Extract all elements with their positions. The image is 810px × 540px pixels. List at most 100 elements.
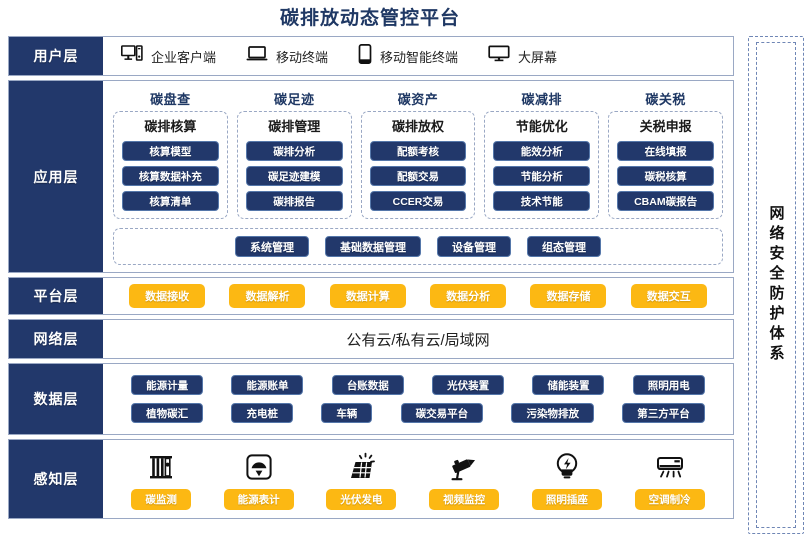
application-group-title: 碳足迹 (273, 92, 315, 107)
management-pill[interactable]: 组态管理 (527, 236, 601, 257)
data-source-row: 植物碳汇 充电桩 车辆 碳交易平台 污染物排放 第三方平台 (117, 403, 719, 423)
sensing-device-item[interactable]: 能源表计 (223, 448, 294, 510)
management-pill[interactable]: 基础数据管理 (325, 236, 421, 257)
application-feature-pill[interactable]: 碳税核算 (617, 166, 714, 186)
platform-pill[interactable]: 数据接收 (129, 284, 206, 308)
data-source-pill[interactable]: 台账数据 (331, 375, 404, 395)
application-group-list: 碳盘查 碳排核算 核算模型 核算数据补充 核算清单 碳足迹 碳排管理 (113, 89, 723, 219)
sensing-device-item[interactable]: 空调制冷 (634, 448, 705, 510)
layer-body-application: 碳盘查 碳排核算 核算模型 核算数据补充 核算清单 碳足迹 碳排管理 (103, 81, 733, 272)
user-terminal-item[interactable]: 移动智能终端 (358, 43, 458, 69)
layer-sensing: 感知层 (8, 439, 734, 519)
data-source-pill[interactable]: 储能装置 (532, 375, 605, 395)
sensing-device-item[interactable]: 光伏发电 (326, 448, 397, 510)
data-source-pill[interactable]: 充电桩 (231, 403, 293, 423)
data-source-pill[interactable]: 植物碳汇 (131, 403, 204, 423)
application-feature-pill[interactable]: 配额交易 (369, 166, 467, 186)
application-feature-pill[interactable]: 核算数据补充 (122, 166, 219, 186)
user-terminal-item[interactable]: 企业客户端 (121, 45, 216, 67)
application-feature-pill[interactable]: 技术节能 (493, 191, 591, 211)
cctv-camera-icon (448, 448, 480, 482)
application-group-box: 关税申报 在线填报 碳税核算 CBAM碳报告 (608, 111, 723, 219)
application-group-box: 节能优化 能效分析 节能分析 技术节能 (484, 111, 600, 219)
application-group-subtitle: 碳排放权 (391, 119, 444, 134)
platform-pill[interactable]: 数据存储 (530, 284, 607, 308)
application-feature-pill[interactable]: 碳排分析 (245, 141, 343, 161)
layer-body-data: 能源计量 能源账单 台账数据 光伏装置 储能装置 照明用电 植物碳汇 充电桩 车… (103, 364, 733, 434)
management-module-box: 系统管理 基础数据管理 设备管理 组态管理 (113, 228, 723, 265)
sensing-device-item[interactable]: 照明插座 (531, 448, 602, 510)
application-feature-pill[interactable]: 在线填报 (617, 141, 714, 161)
desktop-tower-icon (121, 45, 143, 67)
management-pill[interactable]: 设备管理 (437, 236, 511, 257)
application-feature-pill[interactable]: 能效分析 (493, 141, 591, 161)
user-terminal-label: 大屏幕 (518, 49, 558, 65)
application-group-title: 碳减排 (521, 92, 563, 107)
data-source-pill[interactable]: 第三方平台 (622, 403, 705, 423)
data-source-list: 能源计量 能源账单 台账数据 光伏装置 储能装置 照明用电 植物碳汇 充电桩 车… (103, 364, 733, 434)
application-feature-pill[interactable]: 节能分析 (493, 166, 591, 186)
data-source-pill[interactable]: 照明用电 (632, 375, 705, 395)
sensing-device-label[interactable]: 能源表计 (223, 489, 294, 510)
lightbulb-icon (554, 448, 580, 482)
layer-body-sensing: 碳监测 能源表计 (103, 440, 733, 518)
sensing-device-label[interactable]: 碳监测 (131, 489, 191, 510)
sensing-device-item[interactable]: 碳监测 (131, 448, 191, 510)
layer-user: 用户层 (8, 36, 734, 76)
user-terminal-list: 企业客户端 移动终端 (103, 37, 733, 75)
layer-body-user: 企业客户端 移动终端 (103, 37, 733, 75)
application-group: 碳减排 节能优化 能效分析 节能分析 技术节能 (484, 89, 600, 219)
sensing-device-list: 碳监测 能源表计 (103, 440, 733, 518)
application-group-box: 碳排管理 碳排分析 碳足迹建模 碳排报告 (236, 111, 352, 219)
sensing-device-label[interactable]: 视频监控 (429, 489, 500, 510)
energy-meter-icon (244, 448, 274, 482)
air-conditioner-icon (654, 448, 686, 482)
user-terminal-item[interactable]: 大屏幕 (488, 45, 557, 67)
layer-label-application: 应用层 (9, 81, 103, 272)
application-group-subtitle: 碳排核算 (144, 119, 197, 134)
data-source-pill[interactable]: 污染物排放 (511, 403, 594, 423)
management-pill[interactable]: 系统管理 (235, 236, 309, 257)
application-feature-pill[interactable]: 配额考核 (369, 141, 467, 161)
layer-application: 应用层 碳盘查 碳排核算 核算模型 核算数据补充 核算清单 (8, 80, 734, 273)
sensing-device-label[interactable]: 光伏发电 (326, 489, 397, 510)
data-source-pill[interactable]: 碳交易平台 (400, 403, 484, 423)
data-source-pill[interactable]: 能源计量 (131, 375, 204, 395)
application-group-box: 碳排放权 配额考核 配额交易 CCER交易 (360, 111, 476, 219)
layer-label-platform: 平台层 (9, 278, 103, 314)
application-feature-pill[interactable]: CCER交易 (369, 191, 467, 211)
platform-pill[interactable]: 数据解析 (229, 284, 306, 308)
application-group-title: 碳盘查 (150, 92, 191, 107)
application-feature-pill[interactable]: 核算模型 (122, 141, 219, 161)
application-feature-pill[interactable]: 碳排报告 (245, 191, 343, 211)
application-group-subtitle: 碳排管理 (268, 119, 321, 134)
user-terminal-item[interactable]: 移动终端 (246, 45, 328, 67)
data-source-pill[interactable]: 光伏装置 (432, 375, 505, 395)
data-source-pill[interactable]: 车辆 (321, 403, 373, 423)
user-terminal-label: 企业客户端 (151, 49, 217, 65)
application-group-box: 碳排核算 核算模型 核算数据补充 核算清单 (113, 111, 228, 219)
laptop-icon (246, 45, 268, 67)
platform-pill[interactable]: 数据交互 (630, 284, 707, 308)
application-feature-pill[interactable]: 核算清单 (122, 191, 219, 211)
layer-label-sensing: 感知层 (9, 440, 103, 518)
monitor-icon (488, 45, 510, 67)
layer-stack: 用户层 (8, 36, 734, 534)
sensing-device-label[interactable]: 照明插座 (531, 489, 602, 510)
application-feature-pill[interactable]: CBAM碳报告 (617, 191, 714, 211)
sensing-device-label[interactable]: 空调制冷 (634, 489, 705, 510)
layer-platform: 平台层 数据接收 数据解析 数据计算 数据分析 数据存储 数据交互 (8, 277, 734, 315)
platform-pill[interactable]: 数据计算 (329, 284, 406, 308)
data-source-pill[interactable]: 能源账单 (231, 375, 304, 395)
carbon-monitor-icon (146, 448, 176, 482)
platform-pill[interactable]: 数据分析 (430, 284, 507, 308)
layer-label-user: 用户层 (9, 37, 103, 75)
sensing-device-item[interactable]: 视频监控 (429, 448, 500, 510)
layer-label-network: 网络层 (9, 320, 103, 358)
application-feature-pill[interactable]: 碳足迹建模 (245, 166, 343, 186)
layer-label-data: 数据层 (9, 364, 103, 434)
application-group: 碳足迹 碳排管理 碳排分析 碳足迹建模 碳排报告 (236, 89, 352, 219)
layer-body-network: 公有云/私有云/局域网 (103, 320, 733, 358)
data-source-row: 能源计量 能源账单 台账数据 光伏装置 储能装置 照明用电 (117, 375, 719, 395)
